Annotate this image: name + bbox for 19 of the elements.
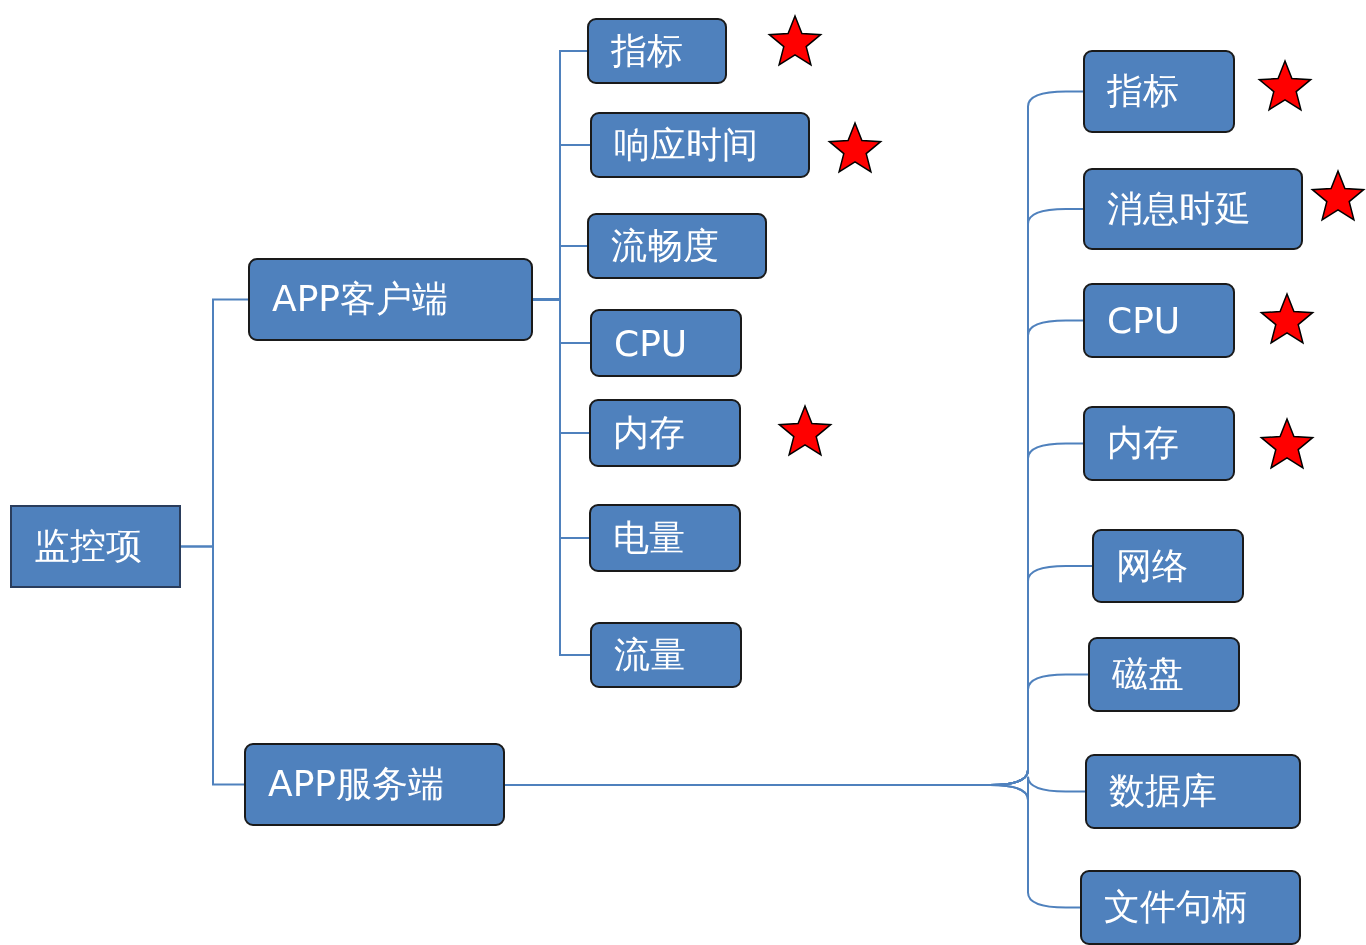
item-box: 磁盘 — [1088, 637, 1240, 712]
item-box: 流量 — [590, 622, 742, 688]
item-box: 流畅度 — [587, 213, 767, 279]
item-box: 网络 — [1092, 529, 1244, 603]
item-box: CPU — [590, 309, 742, 377]
item-box: 数据库 — [1085, 754, 1301, 829]
connector-line — [180, 545, 245, 786]
item-box: 电量 — [589, 504, 741, 572]
item-box: 指标 — [587, 18, 727, 84]
item-box: CPU — [1083, 283, 1235, 358]
item-box: 指标 — [1083, 50, 1235, 133]
item-box: 消息时延 — [1083, 168, 1303, 250]
root-box: 监控项 — [10, 505, 181, 588]
item-box: APP服务端 — [244, 743, 505, 826]
item-box: APP客户端 — [248, 258, 533, 341]
item-box: 响应时间 — [590, 112, 810, 178]
item-box: 内存 — [1083, 406, 1235, 481]
item-box: 内存 — [589, 399, 741, 467]
item-box: 文件句柄 — [1080, 870, 1301, 945]
